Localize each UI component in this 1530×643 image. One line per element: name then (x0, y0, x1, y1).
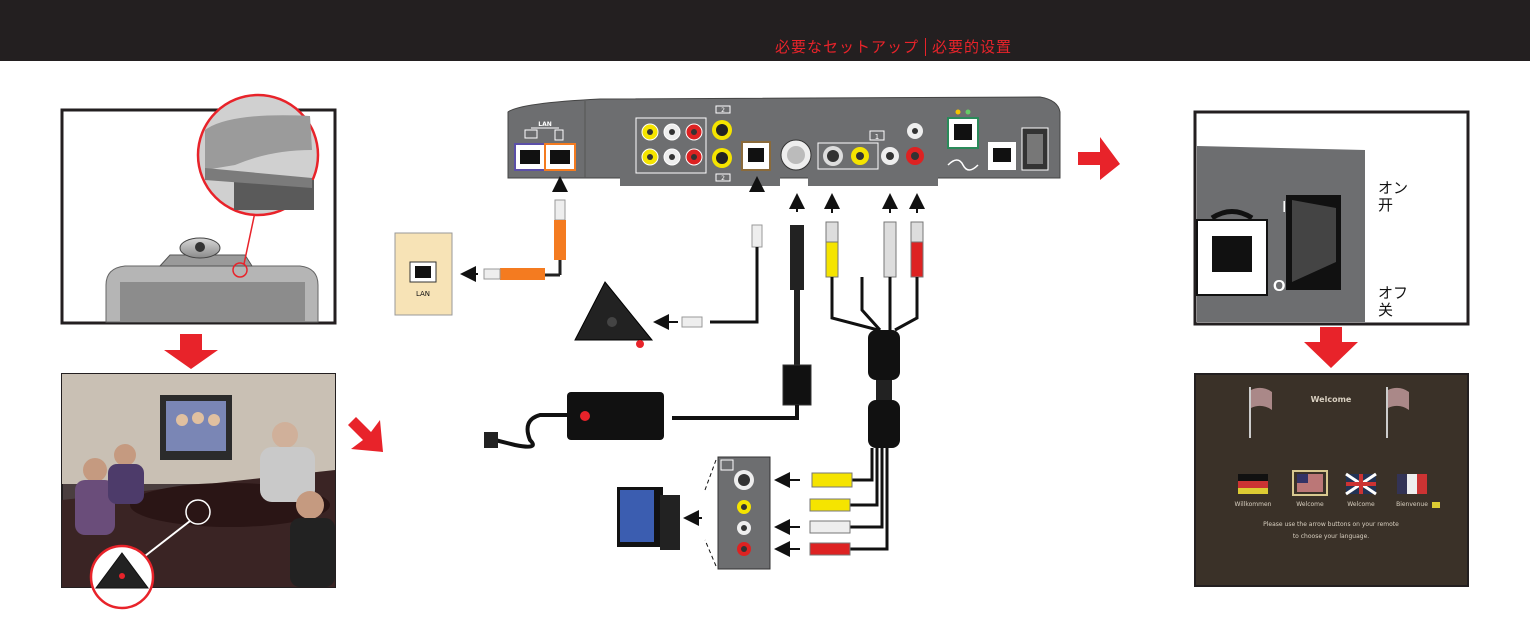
language-english-uk: Welcome (1347, 501, 1375, 508)
arrow-down-icon (164, 334, 218, 369)
power-off-japanese: オフ (1378, 285, 1408, 302)
cables: LAN (395, 178, 923, 569)
language-english-us: Welcome (1296, 501, 1324, 508)
power-on-chinese: 开 (1378, 197, 1408, 214)
power-switch-panel: I O (1195, 112, 1468, 324)
welcome-instruction-line2: to choose your language. (1293, 533, 1369, 540)
camera-mount-panel (62, 95, 335, 323)
flag-french-icon (1397, 474, 1407, 494)
welcome-instruction-line1: Please use the arrow buttons on your rem… (1263, 521, 1399, 528)
svideo-out-number: 2 (721, 175, 725, 182)
language-french: Bienvenue (1396, 501, 1428, 508)
wall-lan-label: LAN (416, 290, 430, 298)
video-input-number: 1 (875, 133, 879, 141)
off-mark: O (1273, 278, 1285, 295)
arrow-down-icon (1304, 327, 1358, 368)
svideo-in-number: 2 (721, 107, 725, 114)
arrow-right-icon (1078, 137, 1120, 180)
conference-microphone-icon (575, 282, 652, 340)
on-mark: I (1282, 199, 1286, 216)
welcome-title: Welcome (1311, 395, 1352, 404)
lan-port-2 (550, 150, 570, 164)
device-rear-panel: 2 2 1 (508, 97, 1060, 186)
power-plug-icon (484, 432, 498, 448)
welcome-screen-panel: Welcome Willkommen Welcome Welcome Bienv… (1195, 374, 1468, 586)
power-on-japanese: オン (1378, 180, 1408, 197)
lan-label: LAN (538, 121, 552, 128)
power-off-chinese: 关 (1378, 302, 1408, 319)
lan-port-1 (520, 150, 540, 164)
arrow-up-right-icon (348, 417, 383, 452)
power-off-label: オフ 关 (1378, 285, 1408, 319)
language-german: Willkommen (1235, 501, 1272, 508)
power-on-label: オン 开 (1378, 180, 1408, 214)
meeting-room-photo (62, 374, 335, 608)
